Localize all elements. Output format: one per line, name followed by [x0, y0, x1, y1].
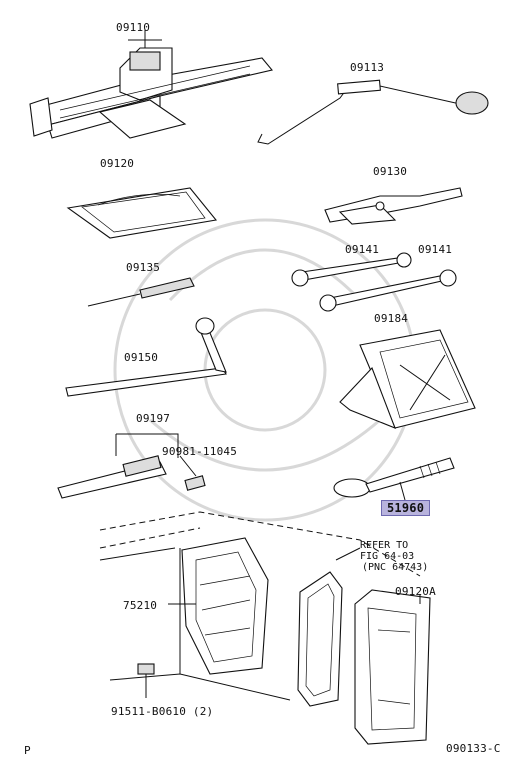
- part-number-tray: 75210: [123, 599, 158, 612]
- part-number-pliers: 09130: [373, 165, 408, 178]
- part-number-screw: 91511-B0610 (2): [111, 705, 214, 718]
- wrenches-drawing: [291, 252, 457, 312]
- bag-case-drawing: [354, 589, 431, 745]
- diagram-code: 090133-C: [446, 742, 501, 755]
- footer-left-label: P: [24, 744, 31, 757]
- tray-drawing: [168, 537, 269, 675]
- part-number-wheel-nut-wrench: 09150: [124, 351, 159, 364]
- part-number-stop-plate: 09184: [374, 312, 409, 325]
- vehicle-outline: [99, 511, 421, 701]
- spare-tire-bolt-drawing: [333, 457, 455, 501]
- tool-bag-drawing: [66, 187, 218, 239]
- jack-handle-drawing: [257, 79, 489, 145]
- screwdriver-drawing: [87, 277, 195, 307]
- reference-note-line-1: REFER TO: [360, 540, 409, 551]
- part-number-screwdriver-set: 09197: [136, 412, 171, 425]
- screwdriver-set-drawing: [57, 433, 206, 499]
- reference-note-line-2[interactable]: FIG 64-03: [360, 551, 415, 562]
- reference-note-line-3: (PNC 64743): [362, 562, 429, 573]
- part-number-tool-bag: 09120: [100, 157, 135, 170]
- part-number-wrench-2: 09141: [418, 243, 453, 256]
- part-number-bit: 90981-11045: [162, 445, 238, 458]
- pliers-drawing: [324, 187, 463, 225]
- part-number-jack-handle: 09113: [350, 61, 385, 74]
- screw-drawing: [137, 663, 155, 698]
- part-number-jack: 09110: [116, 21, 151, 34]
- stop-plate-drawing: [339, 329, 476, 429]
- part-number-spare-tire-bolt[interactable]: 51960: [381, 500, 431, 516]
- jack-drawing: [29, 30, 273, 139]
- wheel-nut-wrench-drawing: [65, 317, 227, 397]
- part-number-screwdriver: 09135: [126, 261, 161, 274]
- part-number-wrench-1: 09141: [345, 243, 380, 256]
- part-number-bag-case: 09120A: [395, 585, 436, 598]
- seal-frame-drawing: [297, 547, 361, 707]
